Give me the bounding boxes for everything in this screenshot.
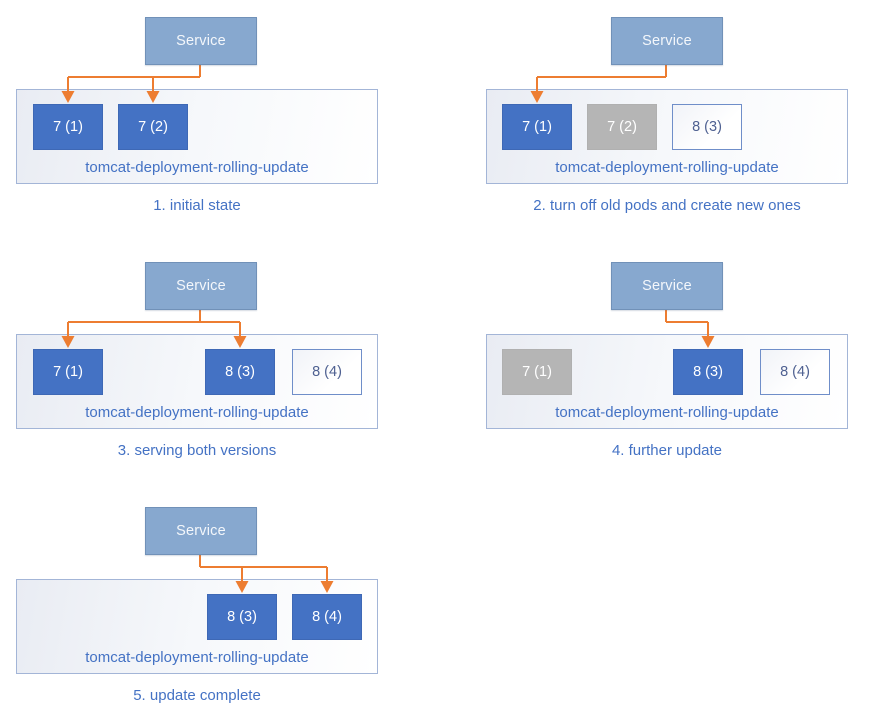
stage-panel: Service tomcat-deployment-rolling-update… — [435, 0, 870, 245]
pod-label: 7 (1) — [522, 364, 552, 380]
stage-panel: Service tomcat-deployment-rolling-update… — [435, 245, 870, 490]
service-label: Service — [642, 33, 692, 49]
stage-panel: Service tomcat-deployment-rolling-update… — [0, 0, 435, 245]
pod-label: 8 (3) — [692, 119, 722, 135]
service-label: Service — [176, 523, 226, 539]
pod-box: 8 (3) — [205, 349, 275, 395]
deployment-label: tomcat-deployment-rolling-update — [85, 649, 309, 666]
deployment-label: tomcat-deployment-rolling-update — [555, 159, 779, 176]
service-box: Service — [145, 17, 257, 65]
pod-box: 7 (2) — [587, 104, 657, 150]
pod-box: 8 (3) — [673, 349, 743, 395]
pod-box: 7 (1) — [502, 104, 572, 150]
pod-label: 8 (4) — [312, 609, 342, 625]
stage-caption: 1. initial state — [153, 197, 241, 214]
stage-panel: Service tomcat-deployment-rolling-update… — [0, 490, 435, 718]
pod-box: 7 (1) — [33, 104, 103, 150]
service-label: Service — [176, 33, 226, 49]
pod-box: 7 (1) — [502, 349, 572, 395]
pod-label: 7 (1) — [522, 119, 552, 135]
pod-box: 7 (2) — [118, 104, 188, 150]
pod-label: 8 (4) — [312, 364, 342, 380]
deployment-label: tomcat-deployment-rolling-update — [85, 159, 309, 176]
stage-caption: 2. turn off old pods and create new ones — [533, 197, 801, 214]
pod-label: 7 (1) — [53, 119, 83, 135]
stage-caption: 5. update complete — [133, 687, 261, 704]
pod-box: 8 (4) — [760, 349, 830, 395]
deployment-label: tomcat-deployment-rolling-update — [85, 404, 309, 421]
pod-box: 8 (3) — [672, 104, 742, 150]
service-label: Service — [176, 278, 226, 294]
pod-label: 7 (1) — [53, 364, 83, 380]
pod-box: 8 (4) — [292, 349, 362, 395]
stage-caption: 3. serving both versions — [117, 442, 277, 459]
stage-caption: 4. further update — [611, 442, 723, 459]
pod-label: 7 (2) — [138, 119, 168, 135]
service-box: Service — [145, 507, 257, 555]
pod-box: 8 (3) — [207, 594, 277, 640]
pod-box: 8 (4) — [292, 594, 362, 640]
pod-label: 8 (3) — [693, 364, 723, 380]
service-box: Service — [611, 17, 723, 65]
pod-label: 8 (4) — [780, 364, 810, 380]
deployment-label: tomcat-deployment-rolling-update — [555, 404, 779, 421]
service-label: Service — [642, 278, 692, 294]
service-box: Service — [145, 262, 257, 310]
stage-panel: Service tomcat-deployment-rolling-update… — [0, 245, 435, 490]
pod-label: 8 (3) — [225, 364, 255, 380]
pod-label: 7 (2) — [607, 119, 637, 135]
pod-box: 7 (1) — [33, 349, 103, 395]
pod-label: 8 (3) — [227, 609, 257, 625]
service-box: Service — [611, 262, 723, 310]
